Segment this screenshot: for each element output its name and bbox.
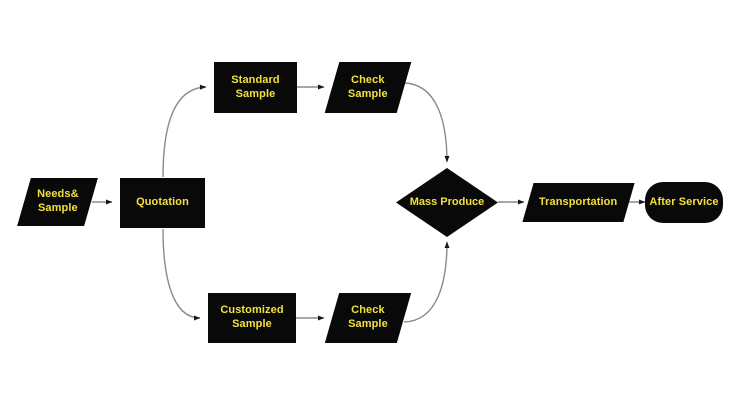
node-mass-produce-label: Mass Produce (409, 195, 485, 208)
node-standard-sample-label: Standard Sample (231, 73, 280, 100)
node-customized-sample-label: Customized Sample (220, 304, 284, 330)
edge-quotation-to-standard-sample (162, 84, 207, 178)
node-transportation-label: Transportation (539, 195, 618, 208)
node-after-service[interactable]: After Service (645, 182, 723, 223)
node-check-sample-upper[interactable]: Check Sample (324, 62, 412, 113)
node-needs-sample-label: Needs& Sample (36, 188, 79, 214)
node-after-service-label: After Service (649, 195, 719, 208)
node-quotation[interactable]: Quotation (120, 178, 205, 228)
node-customized-sample[interactable]: Customized Sample (208, 293, 296, 343)
node-check-sample-lower[interactable]: Check Sample (324, 293, 412, 343)
node-standard-sample[interactable]: Standard Sample (214, 62, 297, 113)
edge-check-sample-upper-to-mass-produce (403, 82, 450, 163)
node-transportation[interactable]: Transportation (522, 183, 635, 222)
node-quotation-label: Quotation (136, 196, 189, 209)
node-check-sample-lower-label: Check Sample (348, 304, 388, 330)
edge-quotation-to-customized-sample (162, 228, 201, 321)
node-needs-sample[interactable]: Needs& Sample (17, 178, 98, 226)
edge-check-sample-lower-to-mass-produce (403, 241, 450, 323)
node-check-sample-upper-label: Check Sample (348, 73, 388, 100)
node-mass-produce[interactable]: Mass Produce (396, 168, 498, 237)
